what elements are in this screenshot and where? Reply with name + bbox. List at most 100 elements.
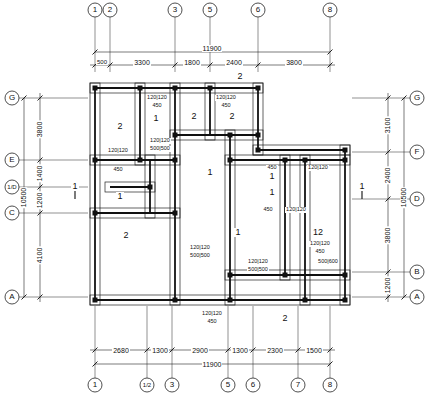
dimension-text: 120|120 (189, 245, 211, 251)
axis-bubble (251, 3, 265, 17)
axis-label: 7 (295, 381, 301, 389)
footing-outline (90, 83, 263, 93)
axis-line (352, 98, 410, 99)
footing-outline (253, 83, 263, 155)
axis-line (352, 152, 410, 153)
footing-outline (170, 130, 263, 140)
dimension-text: 2680 (112, 347, 130, 354)
footing-number: 1 (71, 182, 78, 191)
axis-label: 3 (169, 381, 175, 389)
dimension-text: 3300 (133, 59, 151, 66)
dimension-text: 10500 (401, 186, 408, 207)
axis-line (172, 306, 173, 378)
dimension-text: 120|120 (146, 95, 168, 101)
wall-line (284, 160, 286, 275)
column (228, 273, 233, 278)
axis-label: 1/2 (142, 382, 152, 388)
footing-outline (253, 145, 350, 155)
axis-bubble (168, 3, 182, 17)
axis-line (258, 17, 259, 72)
axis-label: 6 (250, 381, 256, 389)
footing-number: 1 (152, 114, 159, 123)
dimension-tick (22, 295, 27, 300)
column (228, 298, 233, 303)
axis-bubble (410, 265, 424, 279)
column (256, 133, 261, 138)
footing-number: 1 (234, 228, 241, 237)
axis-label: A (8, 293, 15, 301)
footing-number: 1 (206, 168, 213, 177)
footing-outline (90, 208, 180, 218)
axis-label: E (8, 156, 15, 164)
footing-number: 1 (268, 172, 275, 181)
dimension-text: 120|120 (201, 311, 223, 317)
dimension-text: 120|120 (215, 95, 237, 101)
footing-outline (340, 145, 350, 305)
dimension-text: 500|600 (317, 259, 339, 265)
wall-line (175, 134, 258, 136)
dimension-text: 500 (96, 59, 108, 65)
dimension-text: 450 (206, 319, 217, 325)
dimension-text: 120|120 (149, 138, 171, 144)
footing-outline (300, 155, 310, 305)
footing-outline (135, 83, 145, 165)
dimension-text: 120|120 (307, 165, 329, 171)
column (93, 158, 98, 163)
wall-line (174, 88, 176, 300)
axis-label: 3 (172, 6, 178, 14)
column (173, 211, 178, 216)
column (93, 211, 98, 216)
dimension-tick (93, 50, 98, 55)
column (138, 86, 143, 91)
dimension-text: 500|500 (247, 267, 269, 273)
axis-bubble (410, 290, 424, 304)
dimension-text: 120|120 (285, 207, 307, 213)
footing-number: 1 (116, 192, 123, 201)
axis-label: A (413, 293, 420, 301)
axis-bubble (165, 378, 179, 392)
footing-outline (170, 83, 180, 305)
dimension-text: 1300 (231, 347, 249, 354)
wall-line (209, 88, 211, 135)
wall-line (95, 212, 175, 214)
section-mark (74, 190, 75, 199)
footing-outline (105, 182, 155, 192)
dimension-text: 2300 (266, 347, 284, 354)
footing-outline (205, 83, 215, 140)
footings (90, 83, 350, 305)
footing-outline (225, 270, 350, 280)
dimension-text: 1800 (183, 59, 201, 66)
axis-line (352, 272, 410, 273)
axis-label: C (8, 209, 16, 217)
column (93, 298, 98, 303)
axis-bubble (410, 145, 424, 159)
axis-label: 1/D (6, 184, 17, 190)
axis-bubble (291, 378, 305, 392)
footing-number: 12 (312, 228, 324, 237)
column (343, 158, 348, 163)
axis-label: 8 (327, 381, 333, 389)
axis-label: 6 (255, 6, 261, 14)
dimension-text: 120|120 (247, 259, 269, 265)
dimension-text: 3100 (384, 116, 391, 134)
wall-line (94, 88, 96, 300)
column (343, 273, 348, 278)
dimension-text: 2400 (384, 166, 391, 184)
column (256, 148, 261, 153)
column (173, 298, 178, 303)
axis-bubble (5, 153, 19, 167)
axis-bubble (203, 3, 217, 17)
dimension-text: 2400 (225, 59, 243, 66)
axis-line (298, 306, 299, 378)
column (173, 158, 178, 163)
column (228, 158, 233, 163)
axis-label: B (413, 268, 420, 276)
dimension-text: 1500 (305, 347, 323, 354)
footing-outline (225, 130, 235, 305)
axis-bubble (323, 378, 337, 392)
dimension-text: 450 (112, 167, 123, 173)
dimension-text: 120|120 (107, 148, 129, 154)
axis-line (19, 160, 88, 161)
wall-line (110, 186, 150, 188)
axis-line (253, 306, 254, 378)
